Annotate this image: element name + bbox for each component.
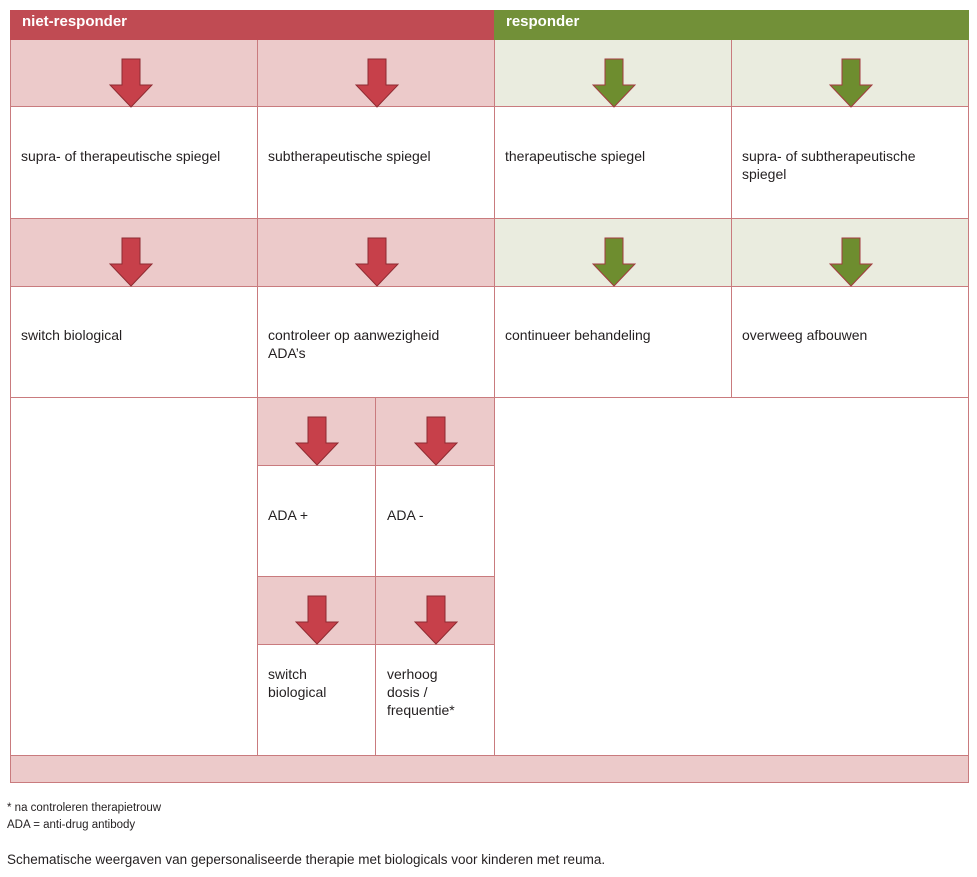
niet-responder-title: niet-responder xyxy=(22,13,128,30)
vline-257 xyxy=(257,40,258,755)
figure-caption: Schematische weergaven van gepersonalise… xyxy=(7,852,606,867)
ada-negative-action: verhoog dosis / frequentie* xyxy=(387,666,455,718)
r-level1-therapeutic: therapeutische spiegel xyxy=(505,148,646,164)
arrow-down-green-icon xyxy=(592,237,636,287)
nr-level2-check-ada: controleer op aanwezigheid ADA’s xyxy=(268,327,440,361)
arrow-down-green-icon xyxy=(592,58,636,108)
hline-219 xyxy=(11,218,968,219)
nr-level1-supra-therapeutic: supra- of therapeutische spiegel xyxy=(21,148,221,164)
r-level1-supra-sub: supra- of subtherapeutische spiegel xyxy=(742,148,916,182)
nr-level2-switch: switch biological xyxy=(21,327,123,343)
niet-responder-header: niet-responder xyxy=(10,10,494,40)
responder-header: responder xyxy=(494,10,969,40)
arrow-band-nr-2 xyxy=(11,219,494,286)
nr-level1-subtherapeutic: subtherapeutische spiegel xyxy=(268,148,431,164)
arrow-down-red-icon xyxy=(355,58,399,108)
responder-title: responder xyxy=(506,13,580,30)
arrow-down-green-icon xyxy=(829,237,873,287)
ada-negative: ADA - xyxy=(387,507,424,523)
vline-731 xyxy=(731,40,732,398)
ada-positive-action: switch biological xyxy=(268,666,327,700)
vline-376 xyxy=(375,398,376,755)
hline-755 xyxy=(11,755,968,756)
bottom-band xyxy=(11,755,968,782)
r-level2-continue: continueer behandeling xyxy=(505,327,651,343)
vline-494 xyxy=(494,40,495,755)
arrow-band-nr-1 xyxy=(11,40,494,107)
ada-positive: ADA + xyxy=(268,507,309,523)
arrow-down-red-icon xyxy=(414,595,458,645)
footnote-adherence: * na controleren therapietrouw xyxy=(7,802,162,814)
arrow-down-red-icon xyxy=(109,58,153,108)
arrow-down-red-icon xyxy=(109,237,153,287)
r-level2-taper: overweeg afbouwen xyxy=(742,327,868,343)
arrow-down-green-icon xyxy=(829,58,873,108)
arrow-down-red-icon xyxy=(295,416,339,466)
arrow-down-red-icon xyxy=(295,595,339,645)
hline-286 xyxy=(11,286,968,287)
hline-398 xyxy=(11,397,968,398)
hline-107 xyxy=(11,106,968,107)
footnote-ada-definition: ADA = anti-drug antibody xyxy=(7,819,136,831)
arrow-down-red-icon xyxy=(355,237,399,287)
arrow-down-red-icon xyxy=(414,416,458,466)
